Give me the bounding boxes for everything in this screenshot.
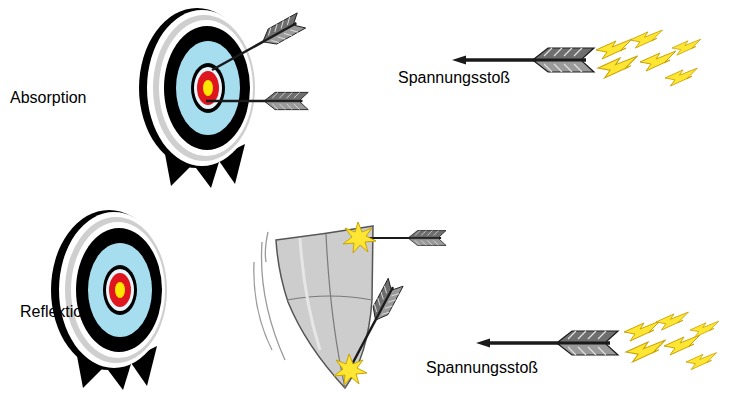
target-reflection	[51, 210, 169, 390]
target-absorption	[139, 8, 308, 188]
caption-label: Spannungsstoß	[398, 68, 510, 88]
caption-label: Absorption	[10, 88, 87, 108]
caption-label: Spannungsstoß	[426, 358, 538, 378]
caption-label: Reflektion	[20, 302, 91, 322]
